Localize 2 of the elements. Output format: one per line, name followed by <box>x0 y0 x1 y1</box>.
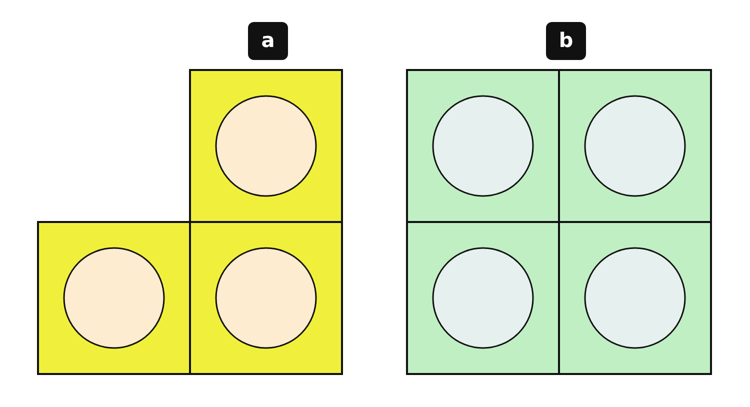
panel-label: b <box>546 22 586 60</box>
panel-label: a <box>248 22 288 60</box>
